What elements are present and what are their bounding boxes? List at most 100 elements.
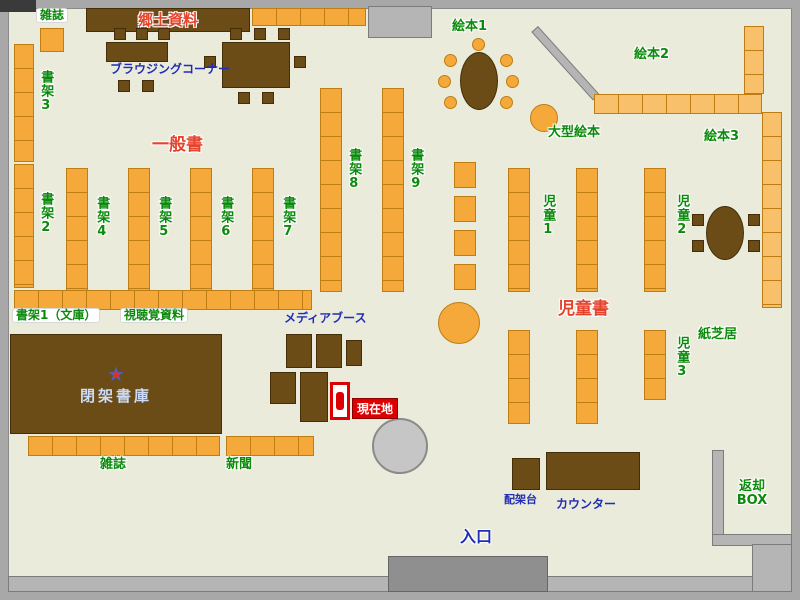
- children-shelf-1: [508, 168, 530, 292]
- wall-shelf-2: [14, 164, 34, 288]
- shelf-col-9: [382, 88, 404, 292]
- chair: [114, 28, 126, 40]
- browsing-corner-label: ブラウジングコーナー: [110, 62, 231, 76]
- stool: [500, 54, 513, 67]
- sorting-table-label: 配架台: [504, 493, 537, 506]
- media-booth-label: メディアブース: [284, 311, 367, 325]
- round-pillar: [372, 418, 428, 474]
- chair: [748, 240, 760, 252]
- chair: [278, 28, 290, 40]
- stool: [506, 75, 519, 88]
- magazines-top-label: 雑誌: [36, 8, 69, 24]
- large-picture-book-display: [530, 104, 558, 132]
- media-booth: [270, 372, 296, 404]
- counter-label: カウンター: [556, 497, 617, 511]
- counter-desk: [546, 452, 640, 490]
- picture-book-top-shelf: [594, 94, 762, 114]
- book-bin: [454, 196, 476, 222]
- media-booth: [316, 334, 342, 368]
- shelf-5-label: 書架5: [156, 196, 172, 240]
- closed-stacks: ★ 閉架書庫: [10, 334, 222, 434]
- general-books-label: 一般書: [152, 135, 203, 155]
- shelf-3-label: 書架3: [38, 70, 54, 114]
- chair: [238, 92, 250, 104]
- sorting-table: [512, 458, 540, 490]
- shelf-6-label: 書架6: [218, 196, 234, 240]
- shelf-col-5: [128, 168, 150, 292]
- entrance-label: 入口: [460, 527, 493, 546]
- shelf-col-7: [252, 168, 274, 292]
- stool: [500, 96, 513, 109]
- shelf-col-8: [320, 88, 342, 292]
- children-shelf-mid: [576, 168, 598, 292]
- local-materials-label: 郷土資料: [137, 10, 198, 29]
- return-box-label: 返却BOX: [736, 479, 768, 509]
- browsing-table-1: [106, 42, 168, 62]
- shelf-4-label: 書架4: [94, 196, 110, 240]
- chair: [136, 28, 148, 40]
- magazines-top-shelf: [40, 28, 64, 52]
- magazines-bottom-shelf: [28, 436, 220, 456]
- closed-stacks-label: 閉架書庫: [79, 386, 152, 405]
- children-1-label: 児童1: [540, 194, 556, 238]
- current-location-dot: [336, 392, 344, 410]
- children-table: [706, 206, 744, 260]
- media-booth: [346, 340, 362, 366]
- shelf-1-bunko-label: 書架1（文庫）: [12, 308, 101, 324]
- kamishibai-label: 紙芝居: [698, 327, 738, 342]
- newspapers-label: 新聞: [226, 457, 253, 472]
- corner-block-top-left: [0, 0, 36, 12]
- newspapers-shelf: [226, 436, 314, 456]
- display-table-round: [438, 302, 480, 344]
- browsing-table-2: [222, 42, 290, 88]
- stool: [444, 96, 457, 109]
- shelf-2-label: 書架2: [38, 192, 54, 236]
- chair: [692, 240, 704, 252]
- audiovisual-label: 視聴覚資料: [120, 308, 189, 324]
- media-booth: [286, 334, 312, 368]
- children-3-label: 児童3: [674, 336, 690, 380]
- chair: [158, 28, 170, 40]
- children-shelf-3: [644, 330, 666, 400]
- corner-block-bottom-right: [752, 544, 792, 592]
- chair: [748, 214, 760, 226]
- wall-shelf-right: [762, 112, 782, 308]
- shelf-row-bunko-av: [14, 290, 312, 310]
- wall-shelf-3: [14, 44, 34, 162]
- stool: [444, 54, 457, 67]
- current-location-marker: [330, 382, 350, 420]
- chair: [142, 80, 154, 92]
- current-location-label: 現在地: [352, 398, 399, 419]
- chair: [294, 56, 306, 68]
- large-picture-books-label: 大型絵本: [548, 125, 601, 140]
- picture-book-table: [460, 52, 498, 110]
- shelf-col-4: [66, 168, 88, 292]
- magazines-bottom-label: 雑誌: [100, 457, 127, 472]
- children-shelf-low-2: [576, 330, 598, 424]
- shelf-8-label: 書架8: [346, 148, 362, 192]
- picture-book-1-label: 絵本1: [452, 19, 488, 34]
- corner-shelf-top-right: [744, 26, 764, 94]
- chair: [692, 214, 704, 226]
- star-icon: ★: [105, 363, 127, 385]
- book-bin: [454, 162, 476, 188]
- book-bin: [454, 264, 476, 290]
- picture-book-3-label: 絵本3: [704, 129, 740, 144]
- children-shelf-low-1: [508, 330, 530, 424]
- pillar-top: [368, 6, 432, 38]
- entrance-vestibule: [388, 556, 548, 592]
- shelf-9-label: 書架9: [408, 148, 424, 192]
- chair: [204, 56, 216, 68]
- children-books-label: 児童書: [558, 299, 609, 319]
- stool: [472, 38, 485, 51]
- children-shelf-2: [644, 168, 666, 292]
- top-wall-shelf: [252, 8, 366, 26]
- children-2-label: 児童2: [674, 194, 690, 238]
- chair: [262, 92, 274, 104]
- chair: [254, 28, 266, 40]
- chair: [230, 28, 242, 40]
- stool: [438, 75, 451, 88]
- shelf-col-6: [190, 168, 212, 292]
- returnbox-wall-vertical: [712, 450, 724, 546]
